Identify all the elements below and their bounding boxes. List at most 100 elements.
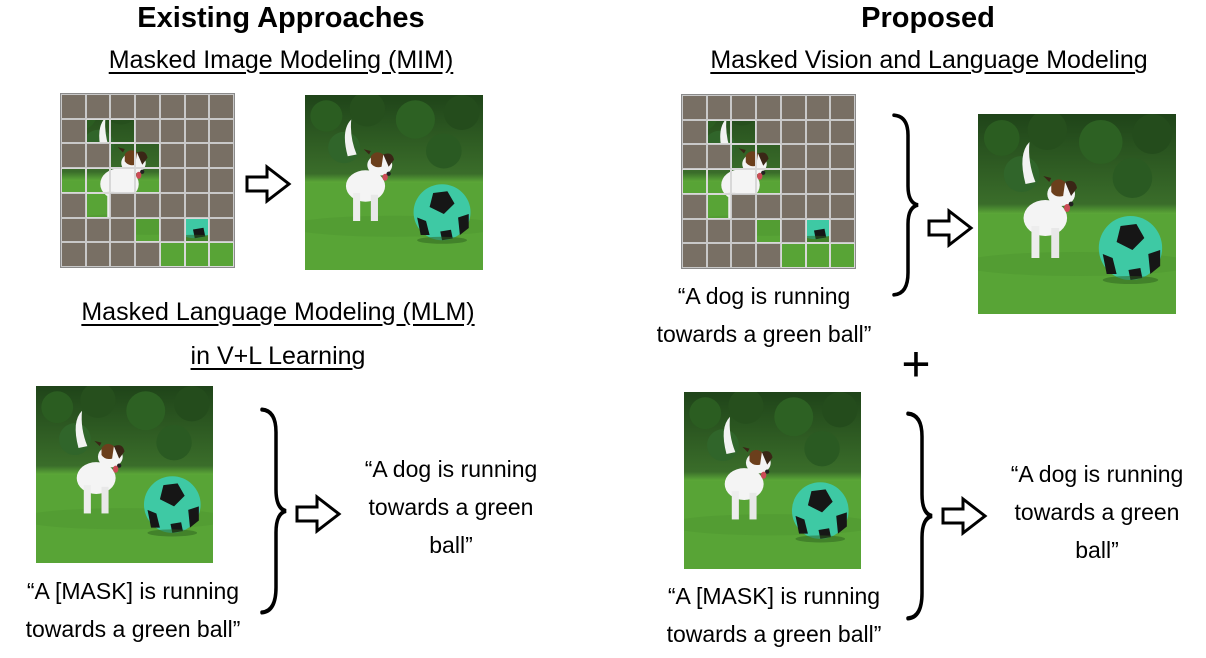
masked-patch: [159, 192, 185, 218]
right-brace-icon: [258, 406, 290, 616]
visible-patch: [135, 217, 160, 243]
visible-patch: [682, 169, 707, 194]
masked-patch: [135, 94, 160, 119]
masked-patch: [682, 193, 707, 219]
masked-patch: [805, 95, 831, 120]
masked-patch: [682, 119, 707, 145]
visible-patch: [61, 168, 86, 193]
masked-patch: [209, 143, 234, 169]
mlm-output-line2: towards a green: [368, 494, 534, 520]
masked-patch: [731, 193, 757, 219]
masked-patch: [756, 243, 781, 268]
masked-patch: [159, 168, 185, 193]
masked-patch: [184, 192, 210, 218]
visible-patch: [85, 192, 111, 218]
masked-patch: [110, 242, 136, 267]
masked-patch: [830, 144, 855, 170]
masked-patch: [184, 94, 210, 119]
mlm-output-line3: ball”: [429, 532, 473, 558]
mim-heading: Masked Image Modeling (MIM): [108, 46, 454, 74]
right-arrow-icon: [940, 496, 988, 536]
masked-patch: [830, 169, 855, 194]
visible-patch: [780, 243, 806, 268]
plus-icon: +: [901, 336, 931, 392]
masked-patch: [61, 192, 86, 218]
masked-patch: [830, 193, 855, 219]
mvlm-output-text: “A dog is running towards a green ball”: [986, 455, 1206, 569]
visible-patch: [110, 118, 136, 144]
masked-patch: [135, 118, 160, 144]
masked-patch: [780, 169, 806, 194]
visible-patch: [706, 193, 732, 219]
visible-patch: [756, 218, 781, 244]
visible-patch: [756, 169, 781, 194]
masked-patch: [184, 168, 210, 193]
masked-patch: [135, 242, 160, 267]
right-arrow-icon: [244, 164, 292, 204]
masked-patch: [184, 143, 210, 169]
visible-patch: [135, 168, 160, 193]
mvlm-top-caption-line2: towards a green ball”: [656, 321, 872, 347]
masked-patch: [756, 119, 781, 145]
mlm-masked-caption-line2: towards a green ball”: [25, 616, 241, 642]
visible-patch: [184, 217, 210, 243]
proposed-title: Proposed: [861, 2, 995, 34]
masked-patch: [61, 94, 86, 119]
mlm-masked-caption: “A [MASK] is running towards a green bal…: [0, 572, 266, 648]
visible-patch: [706, 119, 732, 145]
mlm-heading-line1: Masked Language Modeling (MLM): [81, 298, 475, 326]
visible-patch: [85, 168, 111, 193]
masked-patch: [61, 217, 86, 243]
masked-patch: [706, 243, 732, 268]
masked-patch: [682, 144, 707, 170]
mvlm-masked-caption-line1: “A [MASK] is running: [667, 583, 881, 609]
mvlm-input-image: [684, 392, 861, 569]
masked-patch: [110, 94, 136, 119]
visible-patch: [805, 218, 831, 244]
mvlm-top-caption-line1: “A dog is running: [677, 283, 851, 309]
visible-patch: [135, 143, 160, 169]
visible-patch: [830, 243, 855, 268]
masked-patch: [830, 218, 855, 244]
masked-patch: [209, 94, 234, 119]
mlm-input-image: [36, 386, 213, 563]
mlm-output-line1: “A dog is running: [364, 456, 538, 482]
masked-patch: [830, 95, 855, 120]
mvlm-masked-caption: “A [MASK] is running towards a green bal…: [636, 577, 912, 653]
masked-patch: [682, 218, 707, 244]
visible-patch: [85, 118, 111, 144]
masked-patch: [780, 144, 806, 170]
visible-patch: [159, 242, 185, 267]
masked-patch: [706, 218, 732, 244]
mvlm-reconstructed-image: [978, 114, 1176, 314]
mvlm-heading: Masked Vision and Language Modeling: [710, 46, 1148, 74]
mvlm-mask-grid: [681, 94, 856, 269]
right-brace-icon: [890, 112, 922, 298]
right-arrow-icon: [294, 494, 342, 534]
mlm-heading-line2: in V+L Learning: [190, 342, 366, 370]
masked-patch: [706, 144, 732, 170]
masked-patch: [830, 119, 855, 145]
masked-patch: [85, 143, 111, 169]
mvlm-output-line2: towards a green: [1014, 499, 1180, 525]
masked-patch: [209, 192, 234, 218]
visible-patch: [731, 144, 757, 170]
masked-patch: [61, 143, 86, 169]
visible-patch: [110, 143, 136, 169]
masked-patch: [85, 242, 111, 267]
masked-patch: [805, 193, 831, 219]
masked-patch: [135, 192, 160, 218]
visible-patch: [706, 169, 732, 194]
masked-patch: [85, 217, 111, 243]
masked-patch: [731, 243, 757, 268]
masked-patch: [110, 192, 136, 218]
masked-patch: [706, 95, 732, 120]
mvlm-output-line1: “A dog is running: [1010, 461, 1184, 487]
masked-patch: [159, 94, 185, 119]
masked-patch: [209, 118, 234, 144]
visible-patch: [805, 243, 831, 268]
masked-patch: [682, 243, 707, 268]
masked-patch: [780, 218, 806, 244]
masked-patch: [159, 118, 185, 144]
visible-patch: [731, 119, 757, 145]
